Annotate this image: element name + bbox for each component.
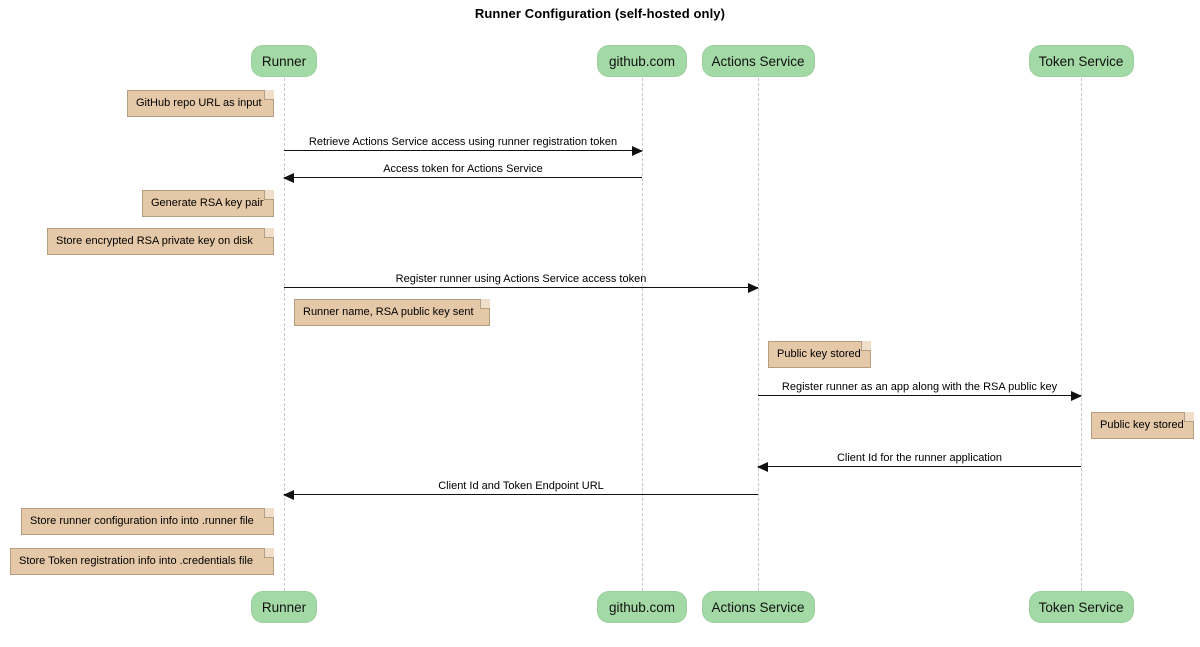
- note-fold-corner-icon: [264, 228, 274, 238]
- message-arrow-msg-4: [758, 391, 1082, 401]
- note-text: Public key stored: [777, 348, 861, 360]
- participant-runner-top[interactable]: Runner: [251, 45, 317, 77]
- participant-actions-top[interactable]: Actions Service: [701, 45, 815, 77]
- message-arrow-msg-1: [284, 146, 643, 156]
- note-text: Runner name, RSA public key sent: [303, 306, 474, 318]
- lifeline-actions: [758, 78, 759, 591]
- note-text: Store runner configuration info into .ru…: [30, 515, 254, 527]
- note-fold-corner-icon: [264, 548, 274, 558]
- note-note-3: Store encrypted RSA private key on disk: [47, 228, 274, 255]
- note-note-2: Generate RSA key pair: [142, 190, 274, 217]
- note-text: GitHub repo URL as input: [136, 97, 262, 109]
- participant-token-bottom[interactable]: Token Service: [1028, 591, 1134, 623]
- lifeline-runner: [284, 78, 285, 591]
- message-label-msg-3: Register runner using Actions Service ac…: [395, 273, 647, 285]
- message-arrow-msg-3: [284, 283, 759, 293]
- note-fold-corner-icon: [264, 508, 274, 518]
- note-text: Store Token registration info into .cred…: [19, 555, 253, 567]
- page-title: Runner Configuration (self-hosted only): [474, 6, 726, 21]
- note-fold-corner-icon: [1184, 412, 1194, 422]
- lifeline-github: [642, 78, 643, 591]
- message-label-msg-5: Client Id for the runner application: [836, 452, 1003, 464]
- note-note-7: Store runner configuration info into .ru…: [21, 508, 274, 535]
- note-note-4: Runner name, RSA public key sent: [294, 299, 490, 326]
- message-label-msg-6: Client Id and Token Endpoint URL: [438, 480, 604, 492]
- note-fold-corner-icon: [264, 190, 274, 200]
- note-note-5: Public key stored: [768, 341, 871, 368]
- note-text: Public key stored: [1100, 419, 1184, 431]
- note-text: Generate RSA key pair: [151, 197, 264, 209]
- message-arrow-msg-6: [283, 490, 758, 500]
- lifeline-token: [1081, 78, 1082, 591]
- arrowhead-right-icon: [632, 146, 643, 156]
- message-arrow-msg-2: [283, 173, 642, 183]
- note-fold-corner-icon: [480, 299, 490, 309]
- participant-runner-bottom[interactable]: Runner: [251, 591, 317, 623]
- note-text: Store encrypted RSA private key on disk: [56, 235, 253, 247]
- message-label-msg-1: Retrieve Actions Service access using ru…: [308, 136, 618, 148]
- participant-actions-bottom[interactable]: Actions Service: [701, 591, 815, 623]
- message-arrow-msg-5: [757, 462, 1081, 472]
- note-fold-corner-icon: [264, 90, 274, 100]
- message-label-msg-4: Register runner as an app along with the…: [781, 381, 1058, 393]
- participant-github-top[interactable]: github.com: [597, 45, 687, 77]
- note-fold-corner-icon: [861, 341, 871, 351]
- note-note-8: Store Token registration info into .cred…: [10, 548, 274, 575]
- note-note-1: GitHub repo URL as input: [127, 90, 274, 117]
- arrowhead-right-icon: [748, 283, 759, 293]
- arrowhead-left-icon: [757, 462, 768, 472]
- message-label-msg-2: Access token for Actions Service: [383, 163, 543, 175]
- arrowhead-right-icon: [1071, 391, 1082, 401]
- note-note-6: Public key stored: [1091, 412, 1194, 439]
- arrowhead-left-icon: [283, 173, 294, 183]
- participant-github-bottom[interactable]: github.com: [597, 591, 687, 623]
- participant-token-top[interactable]: Token Service: [1028, 45, 1134, 77]
- arrowhead-left-icon: [283, 490, 294, 500]
